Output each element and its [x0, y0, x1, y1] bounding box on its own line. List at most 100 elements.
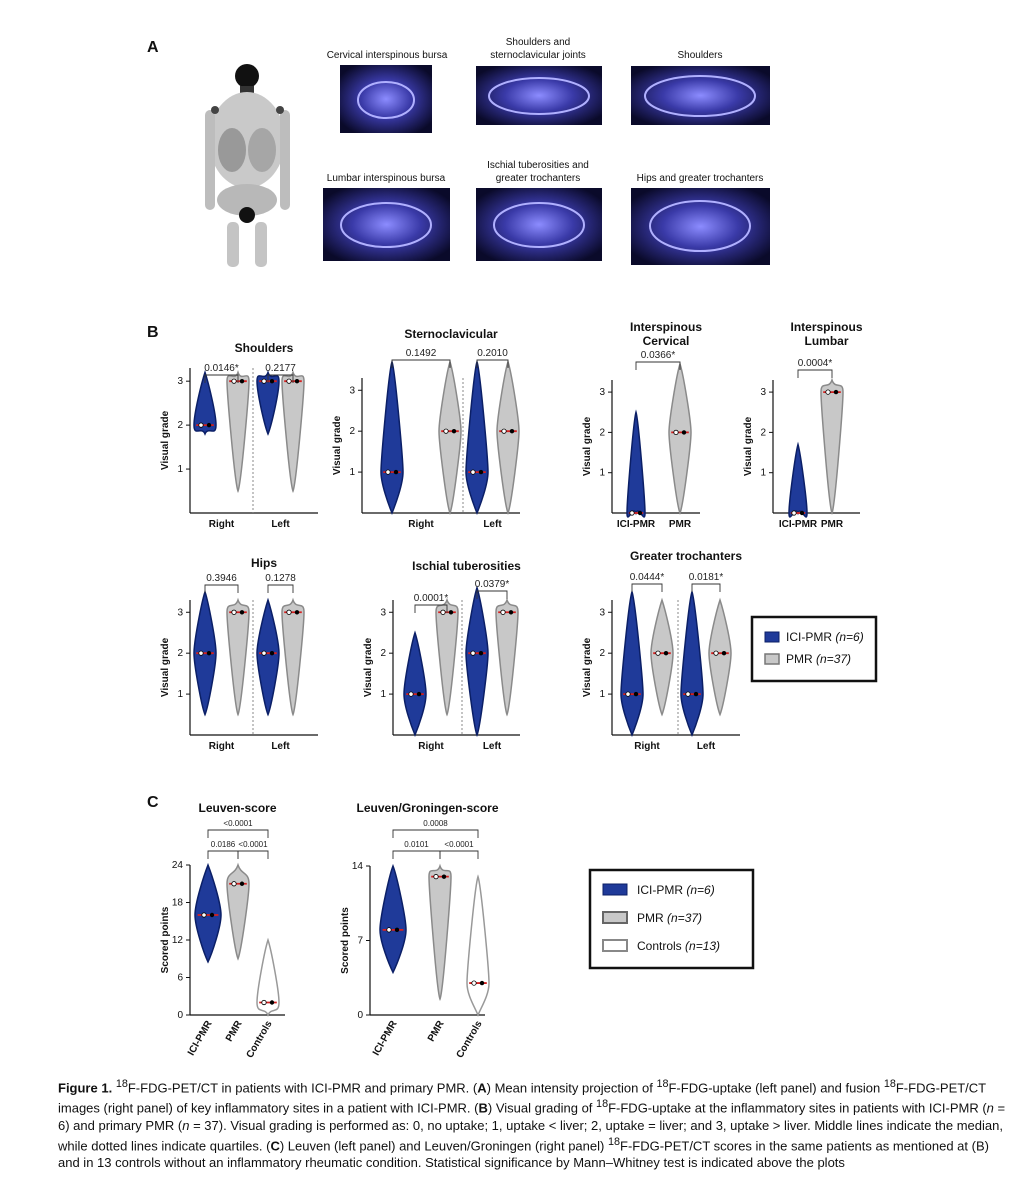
p-value-label: 0.0379* — [475, 579, 510, 590]
p-value-label: 0.2177 — [265, 363, 296, 374]
x-tick-label: ICI-PMR — [617, 519, 656, 530]
data-point — [470, 469, 476, 475]
data-point — [501, 428, 507, 434]
legend-label-pmr: PMR (n=37) — [637, 911, 702, 925]
violin-shape — [496, 359, 520, 515]
data-point — [231, 378, 237, 384]
data-point — [673, 429, 679, 435]
chart-title: Hips — [251, 556, 277, 570]
p-value-label: 0.0101 — [404, 840, 429, 849]
y-tick-label: 3 — [760, 387, 766, 398]
legend-panel-b: ICI-PMR (n=6) PMR (n=37) — [750, 615, 878, 683]
violin-shape — [465, 585, 489, 737]
data-point — [198, 422, 204, 428]
violin-shape — [403, 630, 427, 737]
violin-shape — [194, 862, 222, 964]
violin-shape — [226, 370, 250, 494]
violin-shape — [788, 441, 808, 518]
p-value-label: <0.0001 — [238, 840, 268, 849]
significance-bracket — [635, 361, 681, 370]
violin-shape — [193, 369, 217, 436]
data-point — [508, 610, 514, 615]
chart-title: Interspinous — [630, 320, 702, 334]
violin-shape — [820, 377, 844, 515]
significance-bracket — [691, 583, 721, 592]
legend-swatch-pmr — [764, 653, 780, 665]
violin-shape — [466, 874, 490, 1017]
data-point — [269, 650, 275, 656]
figure-caption: Figure 1. 18F-FDG-PET/CT in patients wit… — [58, 1078, 1006, 1170]
y-tick-label: 2 — [177, 420, 183, 431]
panel-b-letter: B — [147, 324, 159, 341]
chart-title: Sternoclavicular — [404, 327, 498, 341]
x-tick-label: Right — [634, 741, 660, 752]
legend-swatch-ici-pmr — [602, 883, 628, 896]
y-tick-label: 3 — [380, 607, 386, 618]
data-point — [479, 980, 485, 986]
y-tick-label: 24 — [172, 860, 184, 871]
data-point — [663, 650, 669, 656]
significance-bracket — [204, 374, 239, 383]
y-tick-label: 0 — [177, 1010, 183, 1021]
p-value-label: 0.0004* — [798, 358, 833, 369]
data-point — [286, 378, 292, 384]
data-point — [386, 927, 392, 933]
y-tick-label: 18 — [172, 898, 184, 909]
chart-title: Interspinous — [790, 320, 862, 334]
y-tick-label: 0 — [357, 1010, 363, 1021]
data-point — [721, 650, 727, 656]
data-point — [408, 691, 414, 697]
violin-shape — [708, 597, 732, 717]
data-point — [825, 389, 831, 395]
data-point — [471, 980, 477, 986]
x-tick-label: PMR — [821, 519, 844, 530]
x-tick-label: Right — [209, 741, 235, 752]
y-axis-title: Visual grade — [743, 416, 754, 476]
x-tick-label: PMR — [669, 519, 692, 530]
x-tick-label: Right — [418, 741, 444, 752]
y-tick-label: 2 — [349, 426, 355, 437]
p-value-label: 0.0008 — [423, 819, 448, 828]
p-value-label: <0.0001 — [223, 819, 253, 828]
y-tick-label: 3 — [349, 385, 355, 396]
data-point — [209, 912, 215, 918]
p-value-label: 0.1278 — [265, 573, 296, 584]
significance-bracket — [237, 850, 269, 859]
svg-text:Ischial tuberosities and: Ischial tuberosities and — [487, 160, 589, 171]
x-tick-label: Left — [271, 519, 290, 530]
p-value-label: 0.3946 — [206, 573, 237, 584]
y-tick-label: 3 — [599, 387, 605, 398]
svg-text:Lumbar interspinous bursa: Lumbar interspinous bursa — [327, 173, 446, 184]
violin-shape — [495, 597, 519, 717]
significance-bracket — [207, 850, 239, 859]
violin-shape — [256, 597, 280, 717]
svg-text:Shoulders and: Shoulders and — [506, 37, 571, 48]
pet-image-cervical: Cervical interspinous bursa — [327, 50, 448, 133]
violin-shape — [465, 359, 489, 515]
data-point — [294, 378, 300, 384]
p-value-label: 0.0146* — [204, 363, 239, 374]
data-point — [198, 650, 204, 656]
svg-text:Cervical interspinous bursa: Cervical interspinous bursa — [327, 50, 448, 61]
panel-a-letter: A — [147, 39, 159, 56]
y-tick-label: 3 — [177, 607, 183, 618]
significance-bracket — [797, 369, 833, 378]
data-point — [269, 1000, 275, 1005]
y-axis-title: Visual grade — [582, 637, 593, 697]
x-tick-label: PMR — [224, 1018, 245, 1043]
y-tick-label: 12 — [172, 935, 184, 946]
x-tick-label: Right — [408, 519, 434, 530]
data-point — [206, 650, 212, 656]
data-point — [443, 428, 449, 434]
figure-canvas: A Cervical interspinous bursa Shoulders … — [147, 37, 878, 1060]
data-point — [693, 691, 699, 697]
significance-bracket — [204, 584, 239, 593]
y-tick-label: 2 — [380, 648, 386, 659]
data-point — [440, 609, 446, 615]
